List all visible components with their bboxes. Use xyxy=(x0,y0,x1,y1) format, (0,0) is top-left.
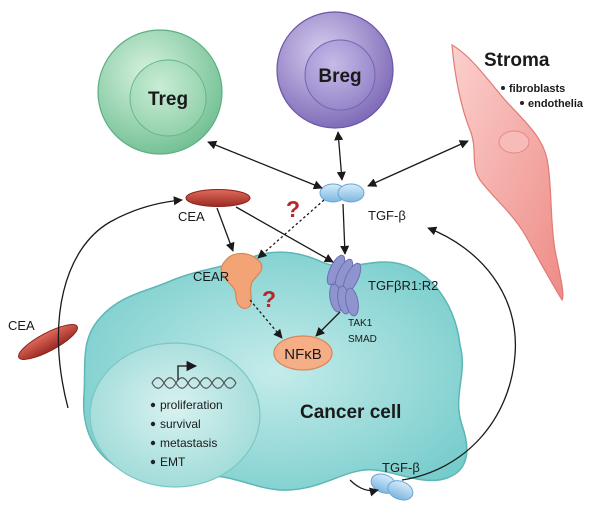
arrow-tgfb-treg xyxy=(207,140,323,190)
cancer-cell-label: Cancer cell xyxy=(300,402,401,423)
nucleus-item-list: proliferation survival metastasis EMT xyxy=(150,398,223,469)
arrow-cell-tgfb xyxy=(401,226,517,481)
nucleus xyxy=(89,342,261,488)
treg-label: Treg xyxy=(148,89,188,110)
dotted-arrow-cear-nfkb xyxy=(249,299,283,339)
stroma-item: endothelia xyxy=(528,98,584,110)
nucleus-item: survival xyxy=(160,417,201,431)
stroma-cell xyxy=(451,43,564,302)
cear-label: CEAR xyxy=(193,269,229,284)
nucleus-item: proliferation xyxy=(160,398,223,412)
cear-receptor xyxy=(220,252,263,309)
stroma-nucleus xyxy=(498,130,530,154)
bullet-icon xyxy=(150,421,156,427)
bullet-icon xyxy=(150,440,156,446)
transcription-arrow-icon xyxy=(177,360,198,380)
cea-molecule-top xyxy=(185,189,251,207)
tgfb-receptor-label: TGFβR1:R2 xyxy=(368,278,438,293)
arrow-tgfb-stroma xyxy=(367,140,469,187)
bullet-icon xyxy=(150,402,156,408)
arrow-cell-cea xyxy=(57,196,183,409)
nfkb-molecule xyxy=(273,335,333,371)
tgfb-top-label: TGF-β xyxy=(368,208,406,223)
unknown-marker: ? xyxy=(262,286,276,312)
arrow-tgfb-receptor xyxy=(340,203,350,255)
unknown-marker: ? xyxy=(286,196,300,222)
breg-label: Breg xyxy=(318,66,361,87)
nucleus-item: EMT xyxy=(160,455,186,469)
arrow-tgfb-breg xyxy=(334,131,346,181)
breg-nucleus xyxy=(304,39,376,111)
cea-left-label: CEA xyxy=(8,318,35,333)
arrow-cell-tgfb-bottom xyxy=(349,479,379,497)
stroma-item: fibroblasts xyxy=(509,83,565,95)
bullet-icon xyxy=(520,101,524,105)
stroma-title: Stroma xyxy=(484,50,550,71)
dna-icon xyxy=(151,377,237,389)
nucleus-item: metastasis xyxy=(160,436,217,450)
treg-nucleus xyxy=(129,59,207,137)
arrow-receptor-nfkb xyxy=(315,311,341,337)
nfkb-label: NFκB xyxy=(284,346,322,363)
bullet-icon xyxy=(150,459,156,465)
arrow-cea-cear xyxy=(216,207,235,252)
tgfb-bottom-label: TGF-β xyxy=(382,460,420,475)
tgfb-molecule-top xyxy=(319,183,365,203)
cea-top-label: CEA xyxy=(178,209,205,224)
cea-molecule-left xyxy=(18,324,78,360)
tgfb-molecule-bottom xyxy=(370,473,414,501)
tgfb-receptor xyxy=(326,254,362,317)
tak1-label: TAK1 xyxy=(348,318,373,329)
smad-label: SMAD xyxy=(348,334,377,345)
bullet-icon xyxy=(501,86,505,90)
